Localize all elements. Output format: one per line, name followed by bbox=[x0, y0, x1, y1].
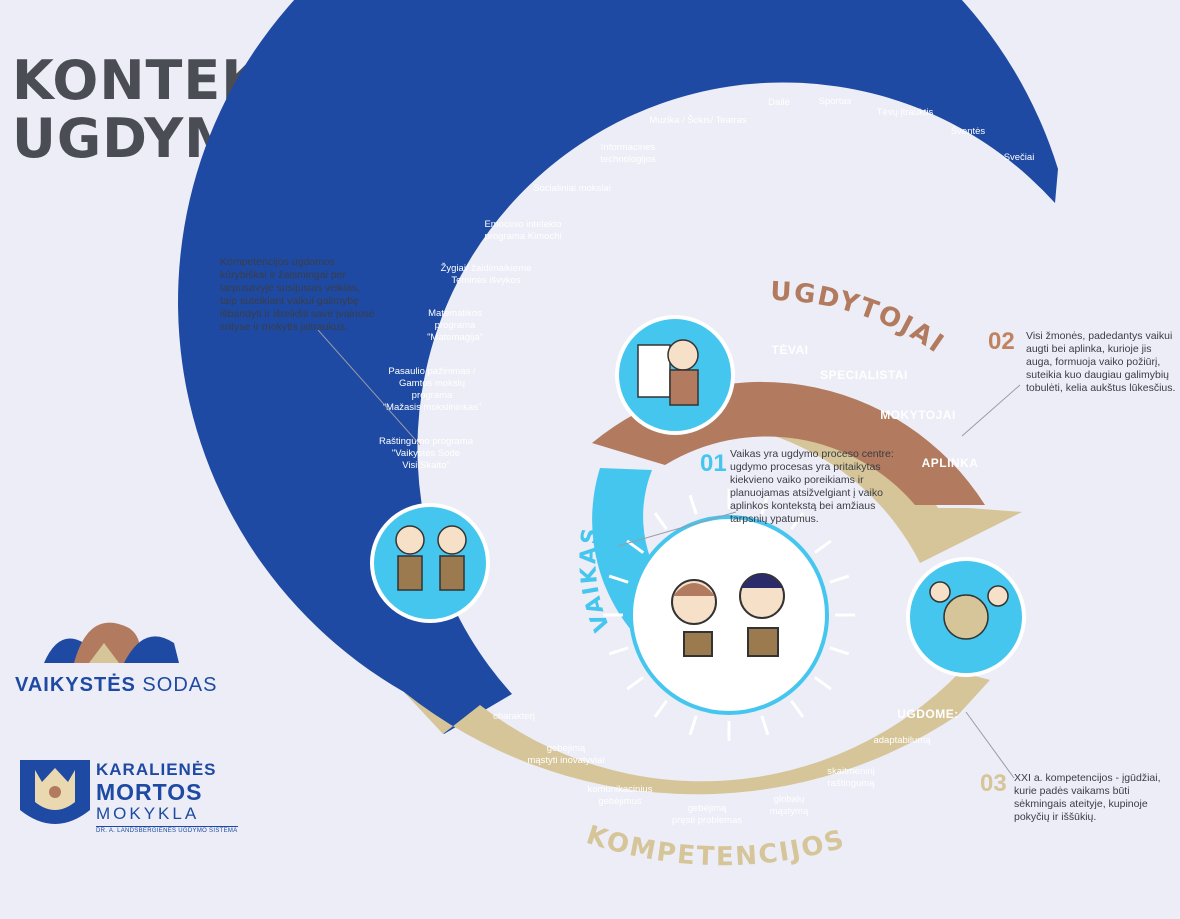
school-crest bbox=[20, 760, 90, 835]
competences-connector bbox=[592, 421, 1022, 563]
school-name: KARALIENĖS MORTOS MOKYKLA DR. A. LANDSBE… bbox=[96, 760, 238, 834]
school-line-1: KARALIENĖS bbox=[96, 760, 217, 779]
note-03-number: 03 bbox=[980, 770, 1007, 797]
connector-lines bbox=[317, 329, 1021, 779]
activity-label: Dailė bbox=[768, 97, 790, 108]
activity-label: Svečiai bbox=[1004, 152, 1035, 163]
sun-ray bbox=[688, 715, 698, 736]
sun-rays bbox=[603, 489, 855, 741]
educator-labels: TĖVAI SPECIALISTAI MOKYTOJAI APLINKA bbox=[772, 342, 979, 470]
competence-label: charakterį bbox=[493, 711, 535, 722]
activity-label: Sportas bbox=[819, 96, 852, 107]
note-02-text: Visi žmonės, padedantys vaikui augti bei… bbox=[1026, 330, 1176, 394]
sun-ray bbox=[608, 574, 629, 584]
sun-ray bbox=[760, 494, 770, 515]
note-02-number: 02 bbox=[988, 328, 1015, 355]
children-illustration bbox=[671, 573, 785, 657]
competences-header: UGDOME: bbox=[897, 707, 959, 721]
sun-ray bbox=[790, 699, 805, 718]
school-subtitle: DR. A. LANDSBERGIENĖS UGDYMO SISTEMA bbox=[96, 826, 238, 834]
sun-ray bbox=[626, 676, 645, 691]
note-01-number: 01 bbox=[700, 450, 727, 477]
sun-ray bbox=[653, 512, 668, 531]
sun-ray bbox=[653, 699, 668, 718]
activities-portrait bbox=[370, 503, 490, 623]
sun-ray bbox=[813, 539, 832, 554]
activity-label: Šventės bbox=[951, 126, 986, 137]
competences-portrait bbox=[906, 557, 1026, 677]
sun-ray bbox=[829, 574, 850, 584]
competences-band bbox=[404, 672, 990, 795]
sun-ray bbox=[829, 646, 850, 656]
sun-ray bbox=[608, 646, 629, 656]
note-01-text: Vaikas yra ugdymo proceso centre: ugdymo… bbox=[730, 448, 894, 525]
vaikystes-sodas-logo: VAIKYSTĖS SODAS bbox=[15, 674, 217, 697]
educator-label: SPECIALISTAI bbox=[820, 368, 908, 382]
school-line-3: MOKYKLA bbox=[96, 804, 200, 823]
child-circle bbox=[629, 515, 829, 715]
sun-ray bbox=[688, 494, 698, 515]
vaikystes-sodas-logo-mark bbox=[44, 608, 194, 663]
note-04-number: 04 bbox=[180, 254, 207, 281]
logo-word-rest: SODAS bbox=[135, 674, 218, 696]
activity-label: Muzika / Šokis/ Teatras bbox=[649, 115, 747, 126]
sun-ray bbox=[760, 715, 770, 736]
activity-label: Socialiniai mokslai bbox=[533, 183, 611, 194]
educator-label: APLINKA bbox=[922, 456, 979, 470]
note-03-text: XXI a. kompetencijos - įgūdžiai, kurie p… bbox=[1014, 772, 1161, 823]
sun-ray bbox=[813, 676, 832, 691]
competence-label: adaptabilumą bbox=[873, 735, 931, 746]
logo-word-bold: VAIKYSTĖS bbox=[15, 674, 136, 696]
competences-arc-text: KOMPETENCIJOS bbox=[583, 820, 847, 872]
sun-ray bbox=[790, 512, 805, 531]
educator-portrait bbox=[615, 315, 735, 435]
educator-label: TĖVAI bbox=[772, 342, 809, 357]
activity-label: Tėvų įtrauktis bbox=[877, 107, 934, 118]
school-line-2: MORTOS bbox=[96, 779, 203, 805]
educator-label: MOKYTOJAI bbox=[880, 408, 956, 422]
competences-arc-title: KOMPETENCIJOS bbox=[583, 820, 849, 872]
activities-labels: Muzika / Šokis/ Teatras Dailė Sportas Tė… bbox=[379, 96, 1034, 471]
note-04-text: Kompetencijos ugdomos kūrybiškai ir žais… bbox=[220, 256, 375, 333]
